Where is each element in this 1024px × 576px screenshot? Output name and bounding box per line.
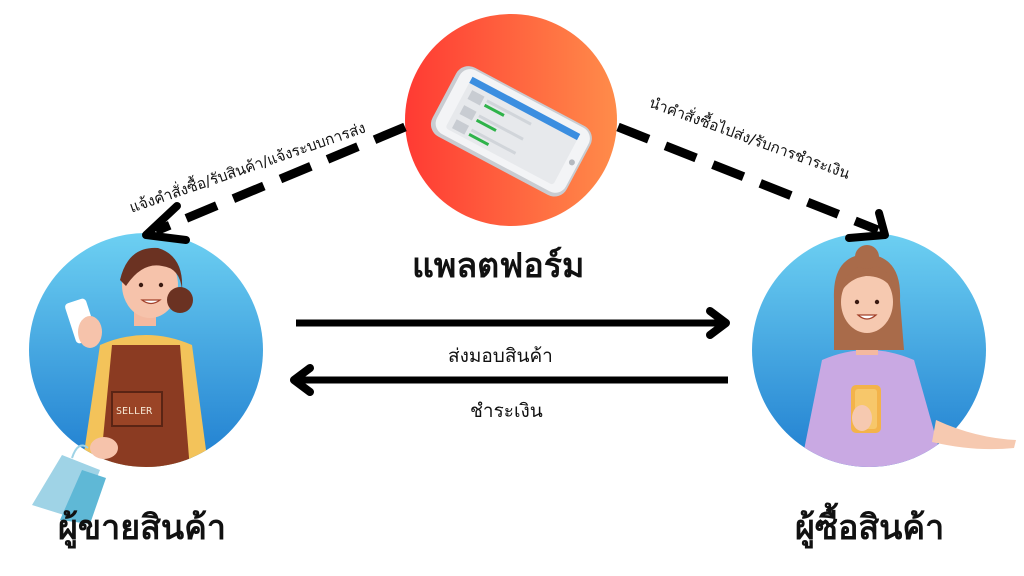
- arrow-buyer-to-seller: [290, 364, 728, 396]
- buyer-node: [752, 233, 1016, 467]
- buyer-person-icon: [800, 254, 945, 467]
- platform-node: [405, 14, 617, 226]
- seller-person-icon: SELLER: [65, 247, 210, 467]
- deliver-goods-label: ส่งมอบสินค้า: [448, 345, 553, 367]
- platform-title: แพลตฟอร์ม: [412, 246, 585, 286]
- buyer-title: ผู้ซื้อสินค้า: [795, 508, 945, 548]
- shopping-bag-icon: [32, 444, 106, 524]
- smartphone-icon: [430, 66, 592, 197]
- arrow-seller-to-buyer: [296, 307, 730, 339]
- arrow-platform-to-buyer: [616, 122, 889, 242]
- payment-label: ชำระเงิน: [470, 400, 543, 422]
- arrow-platform-to-seller: [142, 122, 407, 244]
- seller-badge: SELLER: [116, 406, 153, 417]
- seller-node: SELLER: [29, 233, 263, 524]
- seller-title: ผู้ขายสินค้า: [58, 508, 227, 548]
